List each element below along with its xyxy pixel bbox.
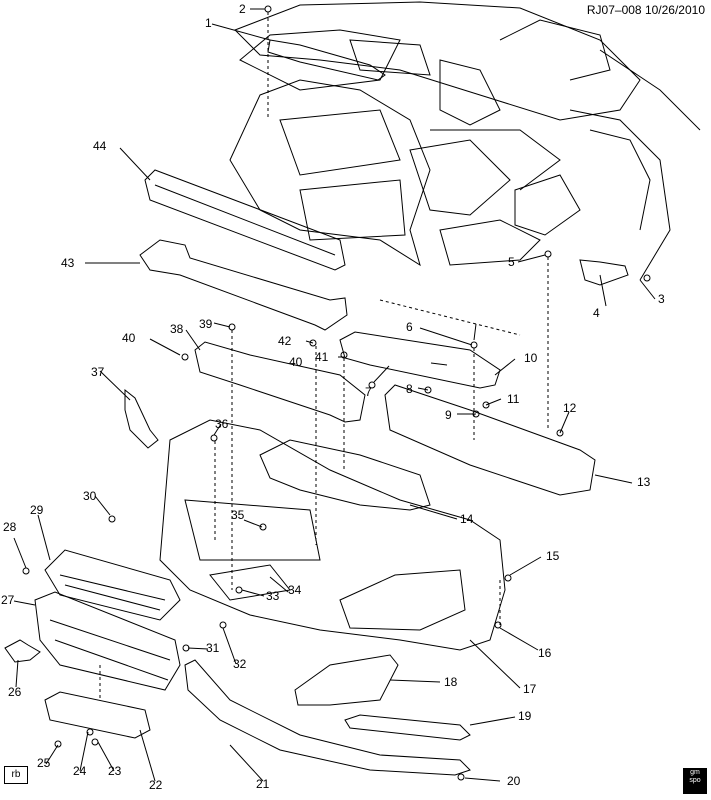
callout-25: 25 — [37, 756, 51, 770]
callout-1: 1 — [205, 16, 212, 30]
fascia-grille-opening — [184, 499, 321, 561]
part-lower-grille — [34, 591, 181, 691]
callout-35: 35 — [231, 508, 245, 522]
part-bracket-left — [124, 388, 159, 449]
part-lower-deflector — [259, 439, 431, 511]
callout-27: 27 — [1, 593, 15, 607]
part-upper-grille — [44, 549, 181, 621]
callout-13: 13 — [637, 475, 651, 489]
callout-17: 17 — [523, 682, 537, 696]
part-impact-bar — [144, 169, 346, 271]
callout-21: 21 — [256, 777, 270, 791]
callout-8: 8 — [406, 382, 413, 396]
callout-16: 16 — [538, 646, 552, 660]
part-air-deflector-upper — [194, 341, 366, 423]
rb-tag: rb — [4, 766, 28, 784]
part-energy-absorber — [139, 239, 348, 331]
callout-40-left: 40 — [122, 331, 136, 345]
callout-24: 24 — [73, 764, 87, 778]
callout-37: 37 — [91, 365, 105, 379]
part-fog-bezel — [294, 654, 399, 706]
callout-36: 36 — [215, 417, 229, 431]
part-license-bracket — [44, 691, 151, 739]
callout-7: 7 — [365, 385, 372, 399]
logo-text-top: gm — [690, 769, 700, 776]
part-bracket-right — [579, 259, 629, 286]
callout-11: 11 — [507, 392, 520, 406]
callout-9: 9 — [445, 408, 452, 422]
callout-15: 15 — [546, 549, 560, 563]
logo-text-bottom: spo — [689, 777, 701, 784]
callout-6: 6 — [406, 320, 413, 334]
part-trim-strip — [344, 714, 471, 741]
callout-20: 20 — [507, 774, 521, 788]
callout-4: 4 — [593, 306, 600, 320]
gm-spo-logo: gm spo — [683, 768, 707, 794]
callout-40-right: 40 — [289, 355, 303, 369]
callout-30: 30 — [83, 489, 97, 503]
part-air-deflector-right — [339, 331, 501, 389]
callout-38: 38 — [170, 322, 184, 336]
callout-14: 14 — [460, 512, 474, 526]
callout-33: 33 — [266, 589, 280, 603]
callout-26: 26 — [8, 685, 22, 699]
callout-3: 3 — [658, 292, 665, 306]
part-emblem — [4, 639, 41, 663]
callout-44: 44 — [93, 139, 107, 153]
callout-32: 32 — [233, 657, 247, 671]
callout-31: 31 — [206, 641, 220, 655]
callout-19: 19 — [518, 709, 532, 723]
figure-date: 10/26/2010 — [644, 3, 705, 17]
callout-41: 41 — [315, 350, 329, 364]
callout-28: 28 — [3, 520, 17, 534]
part-lower-absorber — [384, 384, 596, 496]
callout-43: 43 — [61, 256, 75, 270]
callout-18: 18 — [444, 675, 458, 689]
callout-5: 5 — [508, 255, 515, 269]
body-structure — [229, 1, 701, 281]
figure-header: RJ07–008 10/26/2010 — [587, 3, 705, 17]
callout-2: 2 — [239, 2, 246, 16]
callout-22: 22 — [149, 778, 163, 792]
part-radiator-support-upper — [267, 39, 386, 81]
part-front-bumper-fascia — [159, 419, 506, 651]
figure-id: RJ07–008 — [586, 3, 642, 17]
callout-34: 34 — [288, 583, 302, 597]
part-air-dam — [184, 659, 471, 776]
fascia-fog-opening — [339, 569, 466, 631]
callout-39: 39 — [199, 317, 213, 331]
callout-29: 29 — [30, 503, 44, 517]
callout-42: 42 — [278, 334, 292, 348]
callout-23: 23 — [108, 764, 122, 778]
fascia-lower-opening — [209, 564, 291, 601]
callout-12: 12 — [563, 401, 577, 415]
callout-10: 10 — [524, 351, 538, 365]
